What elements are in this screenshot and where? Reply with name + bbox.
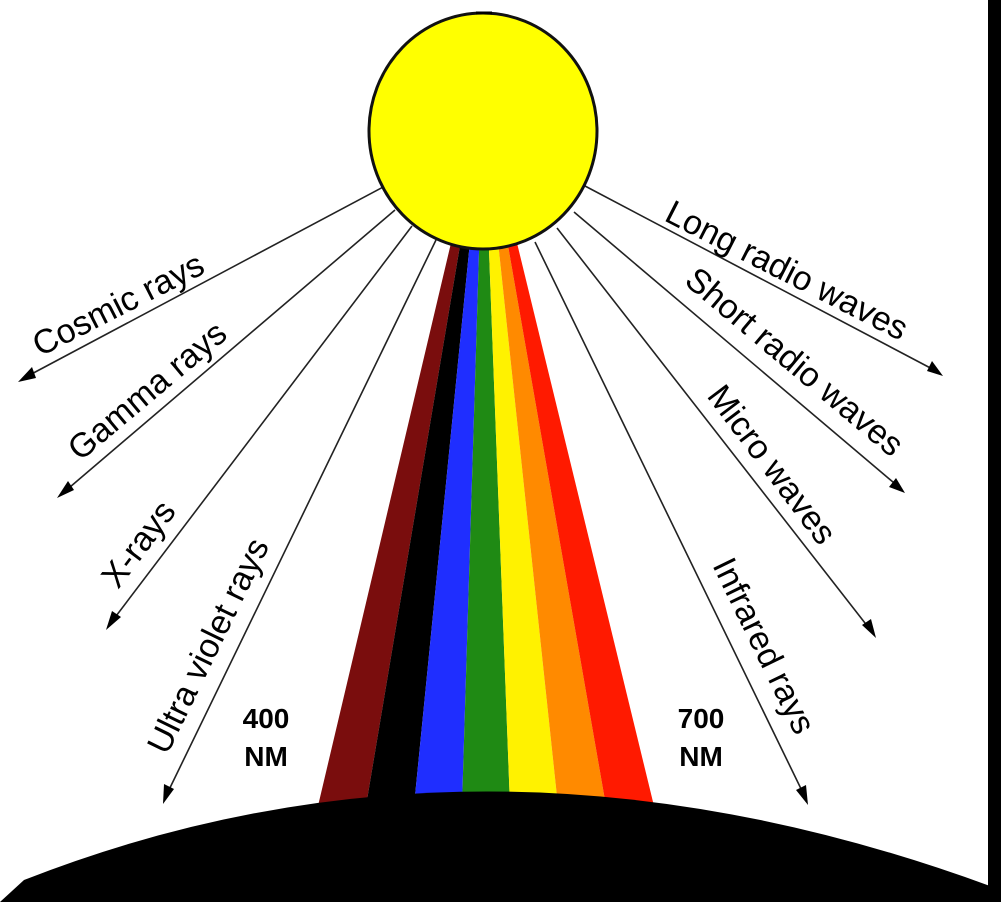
wavelength-700-value: 700: [678, 703, 725, 734]
ultra-violet-rays-arrow-icon: [163, 784, 174, 804]
left-ray-labels: Cosmic rays Gamma rays X-rays Ultra viol…: [26, 245, 277, 759]
visible-spectrum: [318, 243, 654, 806]
x-rays-arrow-icon: [106, 611, 121, 630]
wavelength-400-value: 400: [243, 703, 290, 734]
long-radio-waves-arrow-icon: [927, 361, 943, 376]
gamma-rays-arrow-icon: [57, 481, 74, 498]
right-border: [988, 0, 1001, 902]
wavelength-700-unit: NM: [679, 741, 723, 772]
gamma-rays-line: [63, 210, 395, 493]
infrared-rays-arrow-icon: [796, 785, 808, 805]
wavelength-700-marker: 700 NM: [678, 703, 725, 772]
cosmic-rays-arrow-icon: [18, 367, 36, 382]
sun-icon: [369, 13, 597, 249]
wavelength-400-unit: NM: [244, 741, 288, 772]
wavelength-400-marker: 400 NM: [243, 703, 290, 772]
earth-surface: [0, 791, 990, 902]
